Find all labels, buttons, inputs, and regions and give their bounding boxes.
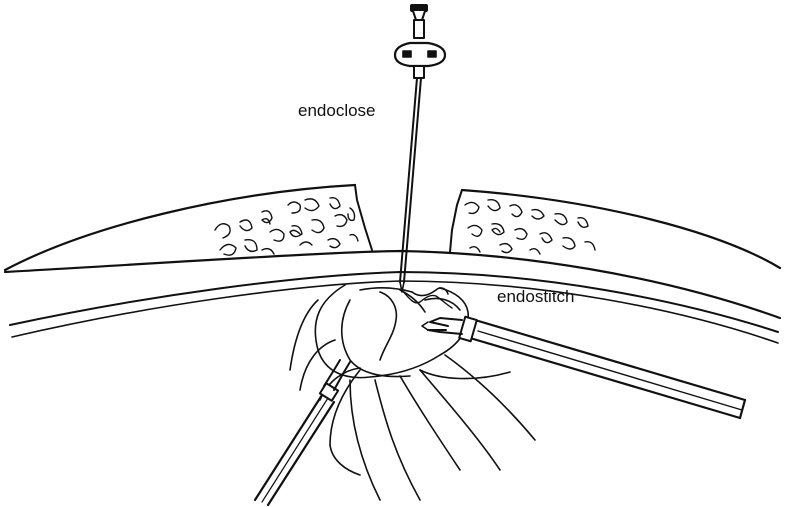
- label-endoclose: endoclose: [298, 101, 376, 120]
- endostitch-needle: [421, 321, 429, 331]
- endoclose-handle: [393, 41, 447, 68]
- fat-tissue-left: [214, 196, 359, 256]
- grasper-jaw-right: [333, 361, 351, 391]
- endostitch-shaft-end: [738, 398, 747, 420]
- endostitch-collar: [458, 315, 478, 343]
- endostitch-jaw-lower: [427, 329, 463, 335]
- incision-left-edge: [354, 184, 373, 251]
- endoclose-hub: [413, 65, 425, 79]
- fat-tissue-right: [464, 198, 596, 255]
- endostitch-device: [421, 315, 747, 420]
- label-endostitch: endostitch: [497, 287, 575, 306]
- endoclose-needle-shaft: [399, 77, 422, 283]
- fascia-line-upper: [3, 249, 782, 320]
- grasper-shaft-right: [266, 400, 336, 507]
- grasper-jaw-left: [323, 359, 341, 387]
- grasper-shaft-left: [253, 393, 324, 502]
- abdominal-wall-outer-line: [3, 183, 357, 272]
- grasper-instrument: [253, 359, 351, 507]
- grasper-collar: [318, 382, 340, 402]
- grasper-shaft-inner: [261, 397, 329, 503]
- incision-right-edge: [449, 189, 463, 253]
- endoclose-handle-hole-left: [402, 50, 412, 58]
- endostitch-shaft-inner: [477, 330, 743, 411]
- endostitch-shaft-bottom: [468, 336, 742, 420]
- endostitch-shaft-top: [473, 318, 747, 402]
- endoclose-cap-neck: [412, 10, 426, 21]
- endoclose-device: [393, 4, 447, 293]
- endoclose-shaft-top: [413, 19, 425, 39]
- endoclose-handle-hole-right: [427, 50, 437, 58]
- abdominal-wall-outer-line-right: [460, 188, 782, 270]
- fascia-line-lower: [11, 280, 779, 344]
- suture-thread: [401, 289, 453, 309]
- endoclose-needle-tip: [399, 281, 405, 293]
- endostitch-jaw-upper: [429, 317, 463, 327]
